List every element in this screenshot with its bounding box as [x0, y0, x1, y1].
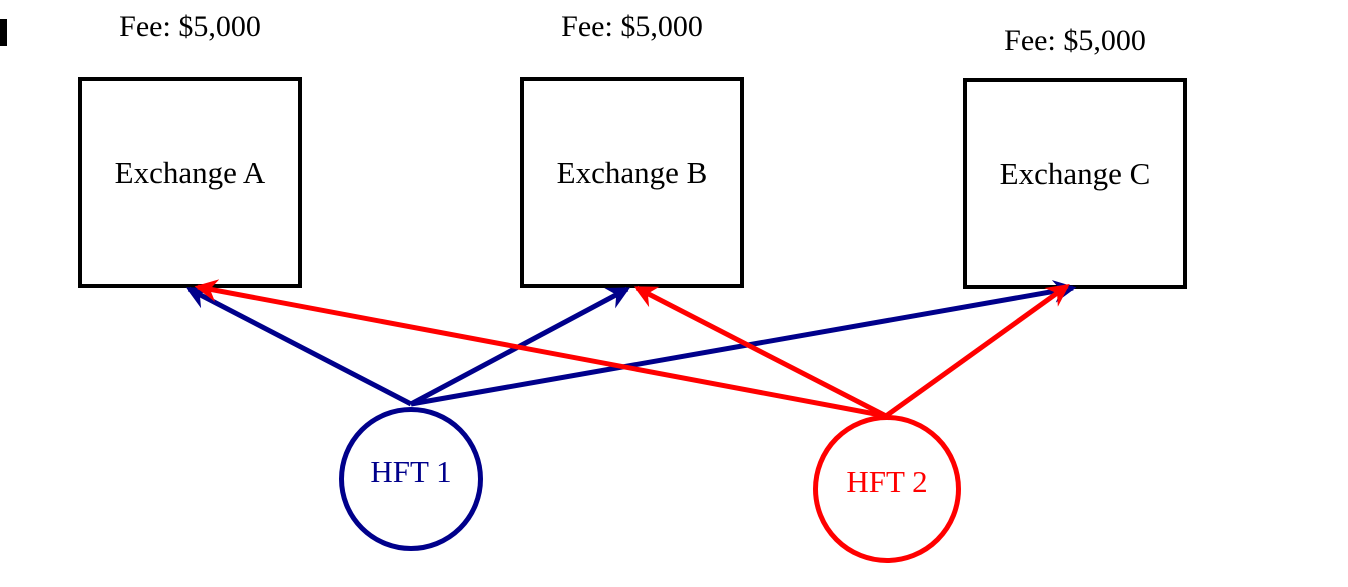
- fee-label-exchange-b: Fee: $5,000: [561, 10, 703, 43]
- exchange-c-node: Exchange C: [963, 78, 1187, 289]
- hft1-label: HFT 1: [370, 454, 452, 489]
- arrow-hft2-to-exchange-b: [633, 285, 888, 419]
- arrow-hft1-to-exchange-b: [409, 286, 631, 407]
- arrow-hft2-to-exchange-c: [884, 283, 1070, 419]
- clipped-edge-mark: [0, 19, 7, 46]
- exchange-b-node: Exchange B: [520, 77, 744, 288]
- arrow-hft2-to-exchange-a: [194, 279, 887, 419]
- exchange-b-label: Exchange B: [556, 154, 708, 190]
- exchange-a-label: Exchange A: [114, 154, 266, 190]
- fee-label-exchange-c: Fee: $5,000: [1004, 24, 1146, 57]
- arrow-hft1-to-exchange-a: [185, 286, 413, 407]
- hft2-node: HFT 2: [813, 415, 961, 563]
- fee-label-exchange-a: Fee: $5,000: [119, 10, 261, 43]
- exchange-a-node: Exchange A: [78, 77, 302, 288]
- exchange-c-label: Exchange C: [999, 155, 1151, 191]
- hft1-node: HFT 1: [339, 407, 483, 551]
- hft2-label: HFT 2: [846, 464, 928, 499]
- arrow-hft1-to-exchange-c: [410, 280, 1077, 407]
